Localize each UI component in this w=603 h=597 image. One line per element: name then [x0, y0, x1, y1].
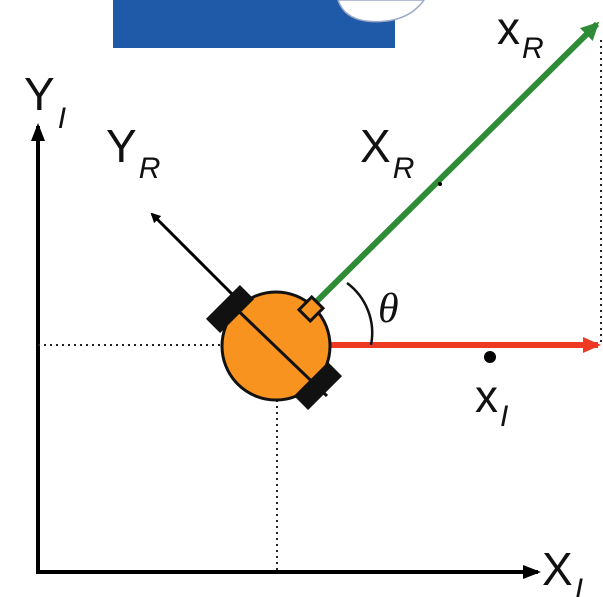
differential-drive-robot-icon: [205, 284, 343, 411]
robot-heading-marker: [296, 294, 326, 324]
robot-axis-tick: [438, 182, 442, 186]
label-robot-x-vector: xR: [497, 2, 544, 65]
robot-x-vector: [309, 21, 600, 309]
robot-wheel-right: [293, 361, 343, 411]
inertial-point: [484, 351, 496, 363]
robot-wheel-left: [205, 284, 255, 334]
angle-arc-icon: [346, 281, 374, 346]
label-robot-y: YR: [106, 120, 160, 185]
label-inertial-x-vector: xI: [475, 370, 508, 433]
label-inertial-x: XI: [542, 543, 583, 597]
label-robot-x-axis: XR: [360, 120, 414, 185]
logo-seal: [337, 0, 425, 23]
label-theta: θ: [378, 286, 399, 332]
